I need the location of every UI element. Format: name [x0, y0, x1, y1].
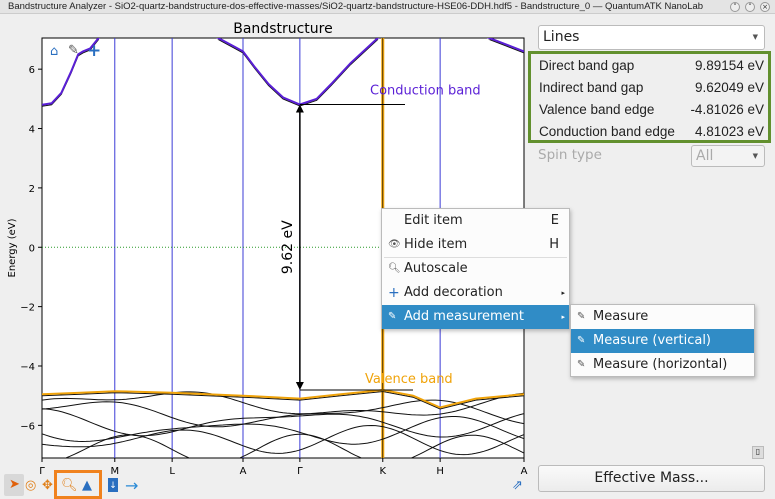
gap-label: 9.62 eV [280, 220, 296, 274]
y-tick-label: 0 [29, 243, 35, 254]
menu-label: Autoscale [404, 261, 468, 276]
arrow-head-up [295, 104, 304, 113]
menu-item-measure-vertical[interactable]: ✎ Measure (vertical) [571, 329, 754, 353]
stat-value: -4.81026 eV [690, 102, 764, 117]
x-tick-label: M [110, 466, 119, 477]
dropdown-value: All [696, 148, 714, 164]
menu-item-add-decoration[interactable]: + Add decoration ▸ [382, 281, 569, 305]
chevron-down-icon: ▼ [752, 33, 758, 41]
title-bar: Bandstructure Analyzer - SiO2-quartz-ban… [0, 0, 775, 14]
export-icon[interactable]: ↓ [108, 478, 118, 492]
y-tick-label: 6 [29, 65, 35, 76]
arrow-head-down [295, 382, 304, 391]
x-tick-label: A [240, 466, 247, 477]
stat-label: Indirect band gap [539, 80, 644, 95]
stat-label: Conduction band edge [539, 124, 675, 139]
pencil-icon[interactable]: ✎ [68, 43, 79, 58]
pan-icon[interactable]: ✥ [42, 478, 53, 493]
y-tick-label: −6 [20, 421, 35, 432]
stat-value: 9.89154 eV [694, 58, 764, 73]
y-tick-label: 4 [29, 125, 35, 136]
band-line-valence-band [42, 388, 524, 409]
ruler-icon: ✎ [577, 335, 586, 346]
stat-label: Valence band edge [539, 102, 655, 117]
shortcut: E [550, 213, 559, 228]
menu-item-measure-horizontal[interactable]: ✎ Measure (horizontal) [571, 353, 754, 377]
valence-subband-line [42, 424, 524, 456]
menu-item-add-measurement[interactable]: ✎ Add measurement ▸ [382, 305, 569, 329]
valence-subband-line [42, 391, 524, 416]
band-stats-panel: Direct band gap 9.89154 eV Indirect band … [528, 51, 771, 143]
x-tick-label: H [436, 466, 444, 477]
menu-label: Add decoration [404, 285, 503, 300]
x-tick-label: A [521, 466, 528, 477]
plot-style-dropdown[interactable]: Lines ▼ [538, 25, 765, 50]
home-icon[interactable]: ⌂ [50, 44, 59, 59]
ruler-icon: ✎ [577, 311, 586, 322]
submenu-arrow-icon: ▸ [561, 289, 565, 297]
menu-label: Measure (horizontal) [593, 357, 728, 372]
ruler-icon: ✎ [577, 359, 586, 370]
context-menu: Edit item E 👁Hide item H 🔍︎Autoscale + Add … [381, 208, 570, 329]
spin-type-label: Spin type [538, 147, 602, 163]
zoom-icon[interactable]: 🔍︎ [61, 478, 78, 493]
y-tick-label: 2 [29, 184, 35, 195]
menu-label: Add measurement [404, 309, 524, 324]
menu-item-hide-item[interactable]: 👁Hide item H [382, 233, 569, 257]
chart-title: Bandstructure [233, 21, 332, 37]
stat-value: 4.81023 eV [694, 124, 764, 139]
conduction-band-label: Conduction band [370, 83, 481, 98]
x-tick-label: Γ [297, 466, 303, 477]
menu-label: Measure (vertical) [593, 333, 711, 348]
menu-item-autoscale[interactable]: 🔍︎Autoscale [382, 257, 569, 281]
minimize-button[interactable]: ˅ [730, 2, 740, 12]
measurement-submenu: ✎ Measure ✎ Measure (vertical) ✎ Measure (h… [570, 304, 755, 377]
band-edge-icon[interactable]: ▲ [82, 478, 92, 493]
popout-icon[interactable]: ⇗ [512, 478, 523, 493]
menu-item-measure[interactable]: ✎ Measure [571, 305, 754, 329]
valence-subband-line [42, 416, 524, 445]
spin-type-dropdown: All ▼ [691, 145, 765, 167]
cursor-icon: ➤ [9, 477, 20, 492]
valence-subband-line [64, 433, 524, 458]
valence-subband-line [42, 408, 524, 438]
x-tick-label: Γ [39, 466, 45, 477]
menu-label: Measure [593, 309, 649, 324]
dropdown-value: Lines [543, 29, 580, 45]
plus-icon: + [388, 285, 400, 301]
band-shadow-line [42, 390, 524, 410]
valence-band-label: Valence band [365, 372, 453, 387]
y-tick-label: −2 [20, 303, 35, 314]
band-line-conduction-band [42, 38, 524, 106]
eye-icon: 👁 [388, 239, 401, 250]
menu-label: Hide item [404, 237, 468, 252]
valence-subband-line [42, 399, 524, 428]
zoom-tools-highlight [54, 470, 102, 499]
menu-separator [384, 257, 567, 258]
y-axis-label: Energy (eV) [7, 218, 18, 277]
y-tick-label: −4 [20, 362, 35, 373]
shortcut: H [549, 237, 559, 252]
document-icon[interactable]: ▯ [752, 446, 764, 459]
close-button[interactable]: × [760, 2, 770, 12]
menu-label: Edit item [404, 213, 463, 228]
autoscale-icon: 🔍︎ [388, 263, 401, 274]
plus-icon[interactable]: + [87, 41, 102, 61]
submenu-arrow-icon: ▸ [561, 313, 565, 321]
chevron-down-icon: ▼ [752, 152, 758, 160]
maximize-button[interactable]: ˄ [745, 2, 755, 12]
select-tool-button[interactable]: ➤ [4, 474, 24, 496]
stat-value: 9.62049 eV [694, 80, 764, 95]
x-tick-label: L [169, 466, 175, 477]
target-icon[interactable]: ◎ [25, 478, 37, 493]
menu-item-edit-item[interactable]: Edit item E [382, 209, 569, 233]
ruler-icon: ✎ [388, 311, 397, 322]
window-title: Bandstructure Analyzer - SiO2-quartz-ban… [8, 1, 704, 12]
arrow-right-icon[interactable]: → [125, 476, 139, 495]
x-tick-label: K [379, 466, 386, 477]
stat-label: Direct band gap [539, 58, 635, 73]
effective-mass-button[interactable]: Effective Mass... [538, 465, 765, 492]
